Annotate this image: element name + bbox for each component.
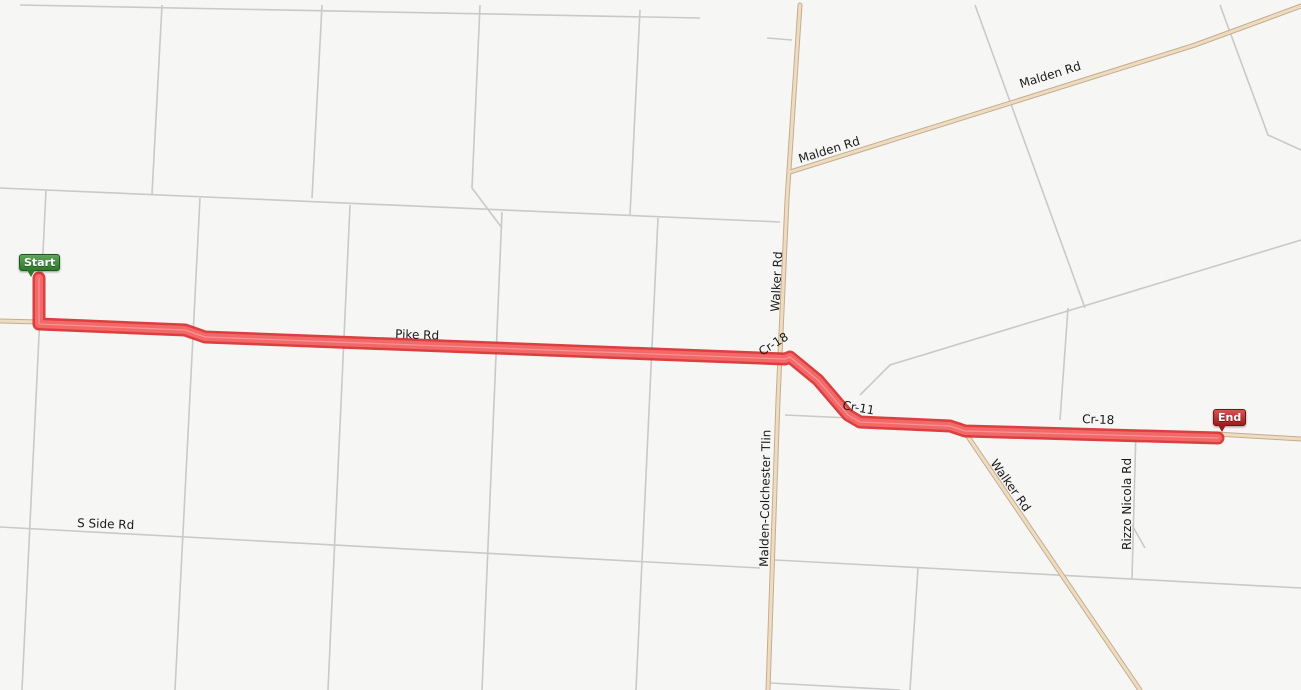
minor-road: [481, 211, 503, 690]
end-marker[interactable]: End: [1213, 409, 1247, 432]
minor-road: [19, 4, 701, 19]
minor-road: [635, 217, 659, 690]
minor-road: [174, 197, 201, 690]
label-cr-11: Cr-11: [841, 398, 875, 417]
label-pike-rd: Pike Rd: [395, 327, 439, 343]
label-rizzo-nicola-rd: Rizzo Nicola Rd: [1120, 458, 1134, 550]
minor-road: [327, 204, 351, 690]
minor-road: [774, 559, 1301, 589]
malden-rd: [788, 4, 1301, 174]
label-walker-rd-north: Walker Rd: [768, 251, 785, 312]
start-marker-pointer: [27, 270, 35, 277]
label-malden-rd-east: Malden Rd: [1018, 59, 1083, 91]
start-label: Start: [19, 254, 61, 271]
cr-18-east-extension: [1214, 432, 1301, 441]
walker-rd-southeast: [958, 423, 1142, 690]
road-labels: Pike Rd Walker Rd Malden Rd Malden Rd Cr…: [77, 59, 1134, 567]
minor-road: [311, 4, 323, 199]
start-marker[interactable]: Start: [19, 254, 61, 277]
minor-road: [1131, 429, 1137, 579]
minor-road: [784, 414, 851, 419]
minor-road: [0, 187, 781, 223]
route-line: [32, 271, 1225, 445]
minor-road: [0, 526, 761, 569]
minor-road: [151, 4, 163, 195]
minor-road: [1219, 4, 1301, 151]
minor-road: [1131, 524, 1146, 549]
label-s-side-rd: S Side Rd: [77, 516, 135, 532]
label-malden-colchester: Malden-Colchester Tlin: [757, 430, 773, 568]
label-cr-18-east: Cr-18: [1082, 412, 1115, 427]
minor-road: [859, 239, 1301, 396]
walker-rd-malden-colchester: [766, 3, 802, 690]
minor-road: [1059, 307, 1069, 421]
minor-road: [766, 37, 793, 41]
minor-road: [471, 4, 503, 229]
minor-road: [909, 567, 919, 690]
minor-road: [974, 4, 1086, 309]
end-label: End: [1213, 409, 1247, 426]
minor-road: [769, 682, 901, 690]
end-marker-pointer: [1218, 425, 1226, 432]
label-walker-rd-south: Walker Rd: [988, 457, 1034, 515]
minor-road: [629, 9, 641, 216]
